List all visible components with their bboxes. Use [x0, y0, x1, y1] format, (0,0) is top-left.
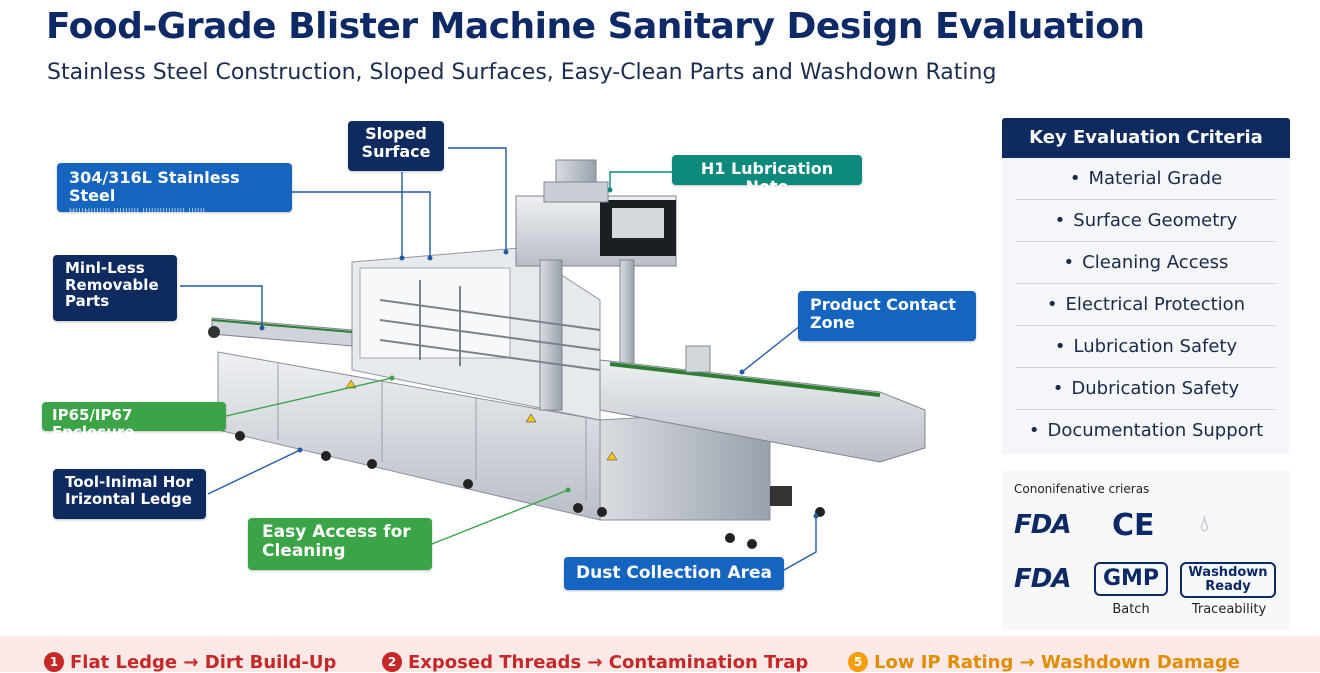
- gmp-badge: GMP: [1094, 562, 1168, 596]
- criteria-item: •Material Grade: [1016, 158, 1276, 200]
- callout-easy-access: Easy Access for Cleaning: [248, 518, 432, 570]
- criteria-item: •Electrical Protection: [1016, 284, 1276, 326]
- risk-strip: [0, 636, 1320, 672]
- risk-label: Flat Ledge → Dirt Build-Up: [70, 652, 337, 673]
- risk-number-badge: 5: [848, 652, 868, 672]
- leader-ip: [225, 377, 393, 417]
- risk-item-flat-ledge: 1 Flat Ledge → Dirt Build-Up: [44, 652, 336, 673]
- callout-label: Product Contact Zone: [810, 295, 956, 332]
- leader-lube: [609, 171, 672, 190]
- blister-machine-illustration: [180, 147, 926, 571]
- traceability-caption: Traceability: [1191, 602, 1267, 617]
- callout-label: 304/316L Stainless Steel: [69, 168, 240, 205]
- certifications-title: Cononifenative crieras: [1014, 482, 1150, 496]
- fda-logo: FDA: [1014, 510, 1071, 540]
- callout-product-contact: Product Contact Zone: [798, 291, 976, 341]
- risk-number-badge: 1: [44, 652, 64, 672]
- callout-sublabel: HIIIHIIIIIII IIIIIIIII IIIIIIIIIIIIIII I…: [69, 207, 206, 217]
- page-subtitle: Stainless Steel Construction, Sloped Sur…: [47, 60, 997, 85]
- callout-label: H1 Lubrication Note: [700, 159, 834, 196]
- leader-ledge: [207, 449, 301, 495]
- callout-h1-lubrication: H1 Lubrication Note: [672, 155, 862, 195]
- criteria-list: •Material Grade •Surface Geometry •Clean…: [1002, 158, 1290, 451]
- droplet-icon: 💧︎: [1200, 512, 1209, 537]
- risk-label: Low IP Rating → Washdown Damage: [874, 652, 1240, 673]
- risk-item-low-ip: 5 Low IP Rating → Washdown Damage: [848, 652, 1240, 673]
- warning-stickers: [345, 379, 618, 461]
- criteria-item: •Dubrication Safety: [1016, 368, 1276, 410]
- page-title: Food-Grade Blister Machine Sanitary Desi…: [46, 6, 1145, 47]
- criteria-panel: Key Evaluation Criteria •Material Grade …: [1002, 118, 1290, 454]
- callout-ip-enclosure: IP65/IP67 Enclosure: [42, 402, 226, 440]
- leader-contact: [741, 325, 801, 373]
- leader-access: [431, 489, 569, 545]
- callout-dust-collection: Dust Collection Area: [564, 557, 784, 590]
- machine-feet: [235, 431, 825, 549]
- criteria-heading: Key Evaluation Criteria: [1002, 118, 1290, 158]
- batch-caption: Batch: [1112, 602, 1150, 617]
- washdown-ready-badge: Washdown Ready: [1180, 562, 1276, 598]
- leader-parts: [180, 285, 263, 328]
- risk-number-badge: 2: [382, 652, 402, 672]
- callout-stainless-steel: 304/316L Stainless Steel HIIIHIIIIIII II…: [57, 163, 292, 216]
- leader-dust: [783, 516, 817, 571]
- outfeed-conveyor: [599, 359, 926, 463]
- callout-removable-parts: Minl-Less Removable Parts: [53, 255, 177, 321]
- callout-label: Sloped Surface: [361, 124, 431, 161]
- criteria-item: •Documentation Support: [1028, 420, 1264, 441]
- callout-sloped-surface: Sloped Surface: [348, 121, 444, 171]
- ce-logo: CE: [1112, 508, 1155, 543]
- callout-label: IP65/IP67 Enclosure: [52, 406, 135, 441]
- callout-label: Minl-Less Removable Parts: [65, 259, 159, 310]
- leader-steel: [292, 191, 431, 258]
- criteria-item: •Lubrication Safety: [1016, 326, 1276, 368]
- criteria-item: •Surface Geometry: [1016, 200, 1276, 242]
- callout-horizontal-ledge: Tool-Inimal Hor Irizontal Ledge: [53, 469, 206, 519]
- criteria-item: •Cleaning Access: [1016, 242, 1276, 284]
- fda-logo: FDA: [1014, 564, 1071, 594]
- callout-label: Tool-Inimal Hor Irizontal Ledge: [65, 473, 193, 508]
- risk-label: Exposed Threads → Contamination Trap: [408, 652, 809, 673]
- guard-window: [359, 267, 511, 359]
- callout-label: Easy Access for Cleaning: [262, 522, 411, 561]
- callout-label: Dust Collection Area: [576, 563, 772, 583]
- risk-item-exposed-threads: 2 Exposed Threads → Contamination Trap: [382, 652, 808, 673]
- leader-sloped-2: [448, 147, 507, 252]
- certifications-panel: Cononifenative crieras FDA CE 💧︎ FDA GMP…: [1002, 470, 1290, 630]
